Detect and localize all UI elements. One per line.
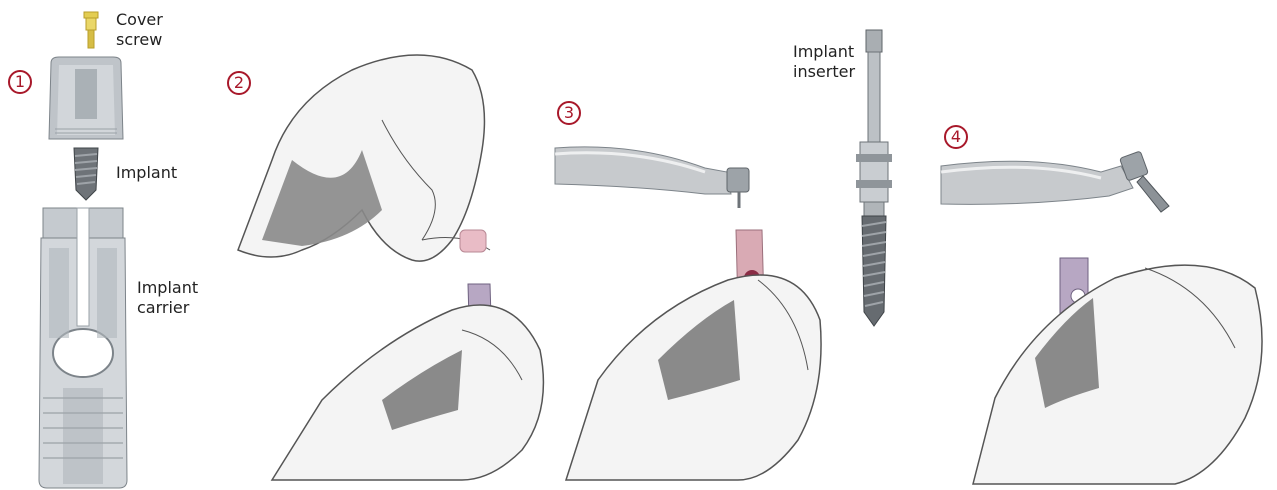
hand-illustration-top bbox=[232, 40, 492, 280]
implant-carrier-label: Implant carrier bbox=[137, 278, 198, 318]
handpiece-illustration-step-4 bbox=[941, 148, 1181, 218]
hand-illustration-bottom bbox=[262, 290, 552, 485]
hand-illustration-step-4 bbox=[965, 248, 1275, 488]
cover-screw-illustration bbox=[76, 12, 106, 52]
step-3-badge: 3 bbox=[557, 101, 581, 125]
cap-illustration bbox=[45, 55, 127, 145]
hand-illustration-step-3 bbox=[558, 240, 828, 485]
implant-label: Implant bbox=[116, 163, 177, 183]
cover-screw-label: Cover screw bbox=[116, 10, 163, 50]
implant-inserter-illustration bbox=[846, 30, 902, 330]
step-4-badge: 4 bbox=[944, 125, 968, 149]
implant-illustration bbox=[68, 146, 104, 202]
step-1-badge: 1 bbox=[8, 70, 32, 94]
handpiece-illustration-step-3 bbox=[555, 138, 755, 208]
implant-carrier-illustration bbox=[33, 208, 133, 490]
